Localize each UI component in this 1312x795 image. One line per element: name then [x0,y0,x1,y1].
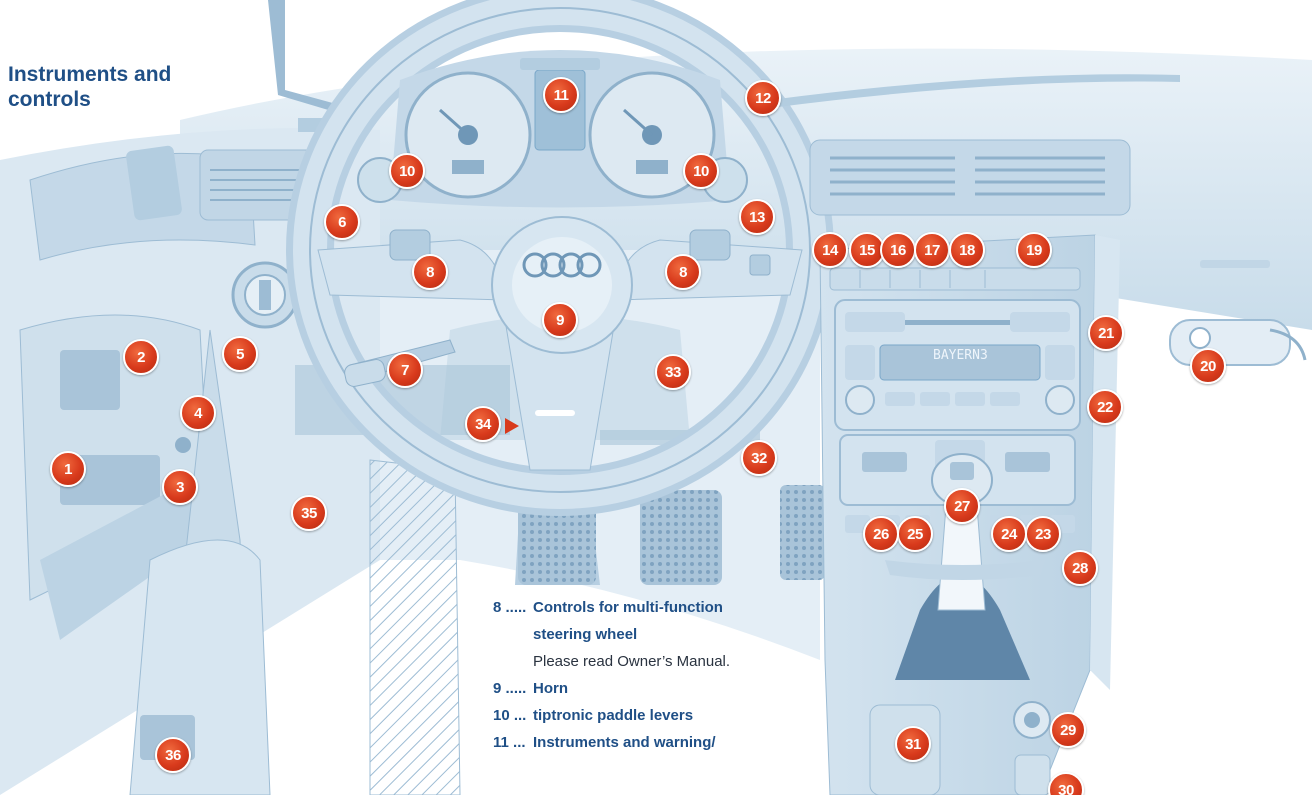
diagram-title: Instruments and controls [8,62,171,112]
legend-number: 9 ..... [493,680,527,697]
legend-text: steering wheel [533,626,638,643]
callout-34-pointer [505,418,519,434]
callout-34: 34 [465,406,501,442]
callout-32: 32 [741,440,777,476]
callout-25: 25 [897,516,933,552]
callout-10-left: 10 [389,153,425,189]
legend-list: 8 ..... Controls for multi-function stee… [493,594,823,756]
callout-30: 30 [1048,772,1084,795]
callout-8-right: 8 [665,254,701,290]
legend-text: Instruments and warning/ [533,734,716,751]
callout-15: 15 [849,232,885,268]
callout-10-right: 10 [683,153,719,189]
legend-number: 8 ..... [493,599,527,616]
legend-item: steering wheel [493,621,823,648]
title-line-2: controls [8,88,91,111]
legend-item: 9 ..... Horn [493,675,823,702]
legend-text: Controls for multi-function [533,599,723,616]
callout-36: 36 [155,737,191,773]
callout-19: 19 [1016,232,1052,268]
legend-note: Please read Owner’s Manual. [533,653,731,670]
callout-16: 16 [880,232,916,268]
callout-4: 4 [180,395,216,431]
callout-17: 17 [914,232,950,268]
callout-23: 23 [1025,516,1061,552]
callout-33: 33 [655,354,691,390]
legend-text: Horn [533,680,568,697]
legend-item: Please read Owner’s Manual. [493,648,823,675]
callout-18: 18 [949,232,985,268]
radio-display-station: BAYERN3 [933,348,988,363]
legend-item: 10 ... tiptronic paddle levers [493,702,823,729]
callout-3: 3 [162,469,198,505]
callout-9: 9 [542,302,578,338]
callout-31: 31 [895,726,931,762]
callout-22: 22 [1087,389,1123,425]
callout-28: 28 [1062,550,1098,586]
callout-7: 7 [387,352,423,388]
legend-item: 8 ..... Controls for multi-function [493,594,823,621]
callout-13: 13 [739,199,775,235]
title-line-1: Instruments and [8,63,172,86]
callout-24: 24 [991,516,1027,552]
callout-11: 11 [543,77,579,113]
legend-item: 11 ... Instruments and warning/ [493,729,823,756]
callout-27: 27 [944,488,980,524]
callout-21: 21 [1088,315,1124,351]
callout-26: 26 [863,516,899,552]
callout-1: 1 [50,451,86,487]
callout-35: 35 [291,495,327,531]
legend-number: 10 ... [493,707,527,724]
callout-2: 2 [123,339,159,375]
callout-5: 5 [222,336,258,372]
callout-12: 12 [745,80,781,116]
callout-6: 6 [324,204,360,240]
callout-29: 29 [1050,712,1086,748]
legend-number: 11 ... [493,734,526,751]
callout-14: 14 [812,232,848,268]
callout-20: 20 [1190,348,1226,384]
callout-8-left: 8 [412,254,448,290]
legend-text: tiptronic paddle levers [533,707,694,724]
